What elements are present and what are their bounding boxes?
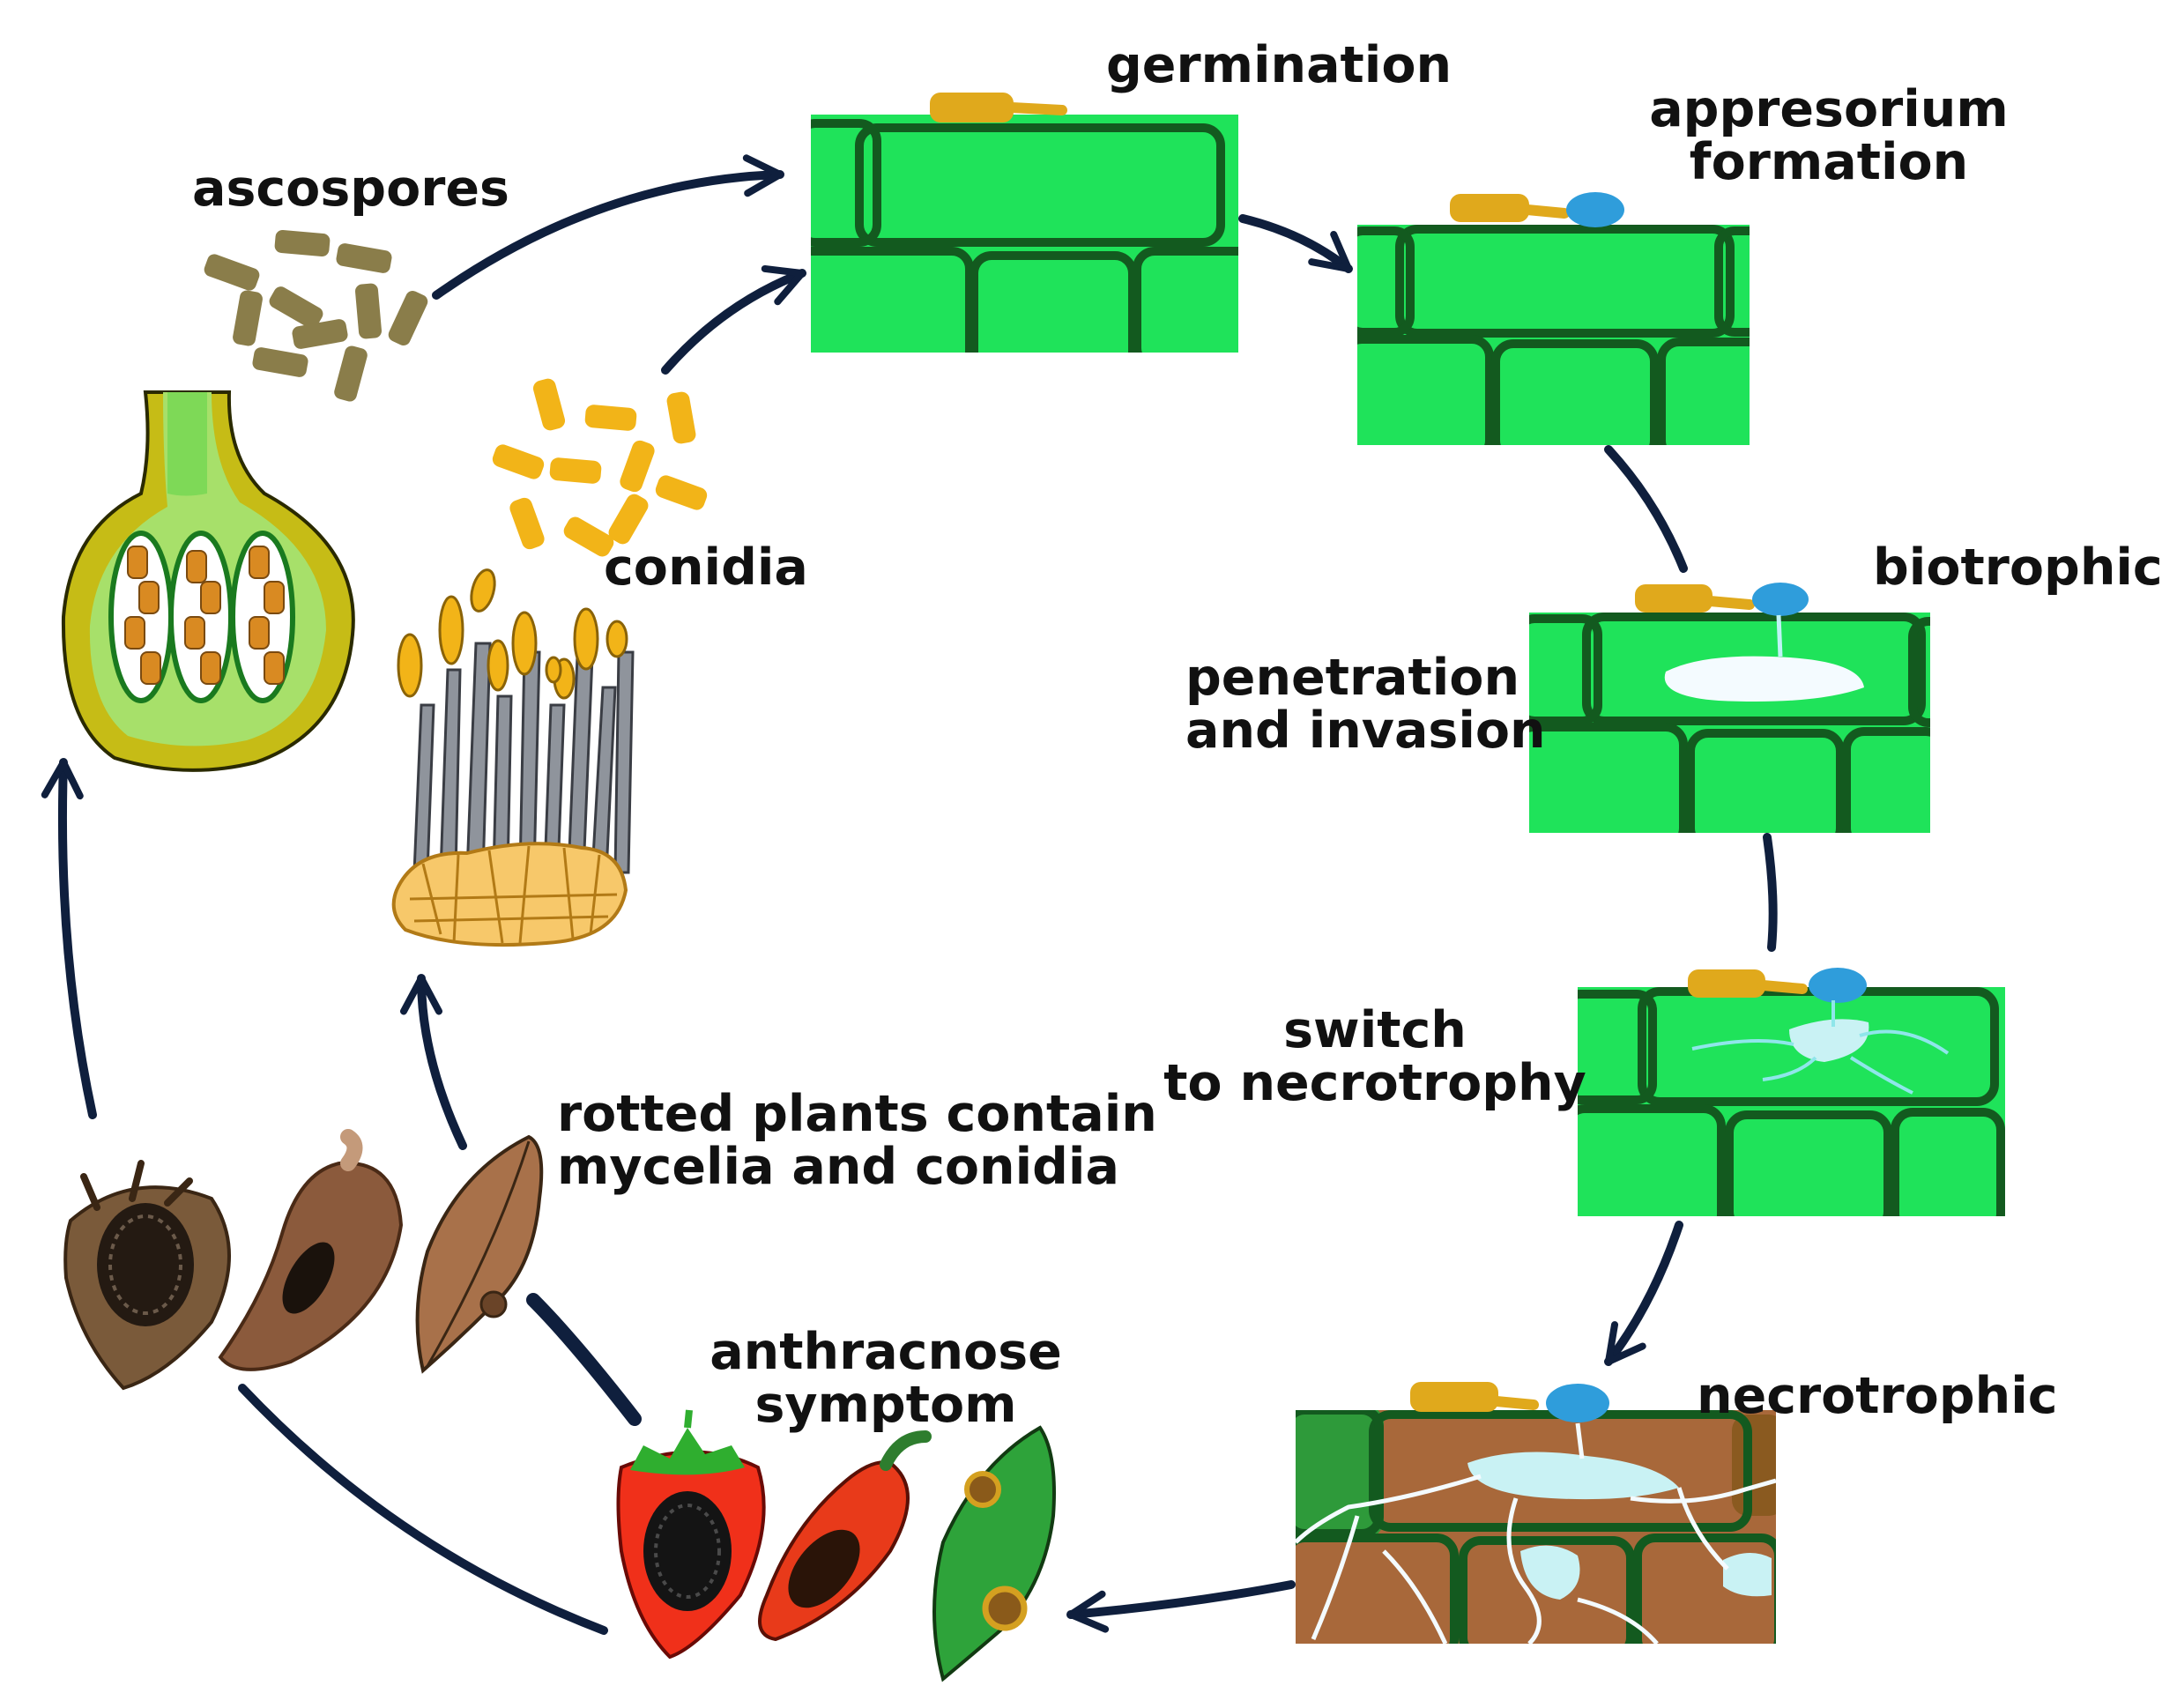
cell-tile-germination bbox=[811, 93, 1238, 353]
arrow-biotrophic-to-switch bbox=[1763, 833, 1778, 952]
arrow-necrotrophic-to-symptom bbox=[1066, 1580, 1296, 1633]
leaf bbox=[932, 1425, 1056, 1682]
primary-hypha bbox=[1664, 656, 1864, 702]
label-necrotrophic: necrotrophic bbox=[1697, 1367, 2058, 1425]
label-germination: germination bbox=[1106, 36, 1452, 94]
cycle-arrows bbox=[41, 154, 1778, 1635]
arrow-symptom-to-rotted bbox=[526, 1293, 642, 1426]
arrow-germination-to-appressorium bbox=[1238, 214, 1353, 273]
arrow-switch-to-necrotrophic bbox=[1604, 1221, 1683, 1366]
label-appresorium-formation: appresorium formation bbox=[1649, 80, 2009, 191]
rotted-plants bbox=[63, 1129, 544, 1391]
label-anthracnose-symptom: anthracnose symptom bbox=[710, 1323, 1062, 1434]
arrow-ascospores-to-germination bbox=[432, 154, 784, 300]
label-switch-to-necrotrophy: switch to necrotrophy bbox=[1163, 1001, 1586, 1112]
cell-tile-biotrophic bbox=[1529, 583, 1930, 833]
appressorium bbox=[1566, 192, 1624, 227]
ascospores-cluster bbox=[204, 230, 428, 402]
arrow-appressorium-to-biotrophic bbox=[1604, 445, 1688, 573]
cell-tile-necrotrophic bbox=[1296, 1382, 1776, 1644]
label-rotted-plants: rotted plants contain mycelia and conidi… bbox=[557, 1085, 1157, 1196]
conidium bbox=[930, 93, 1014, 123]
label-conidia: conidia bbox=[604, 538, 808, 597]
arrow-rotted-to-conidiophore bbox=[400, 974, 467, 1150]
label-biotrophic: biotrophic bbox=[1873, 538, 2162, 597]
cell-tile-appressorium bbox=[1357, 192, 1750, 445]
symptom-plants bbox=[616, 1409, 1056, 1682]
arrow-rotted-to-perithecium bbox=[41, 758, 97, 1119]
cell-tile-switch bbox=[1578, 968, 2005, 1216]
germ-tube bbox=[1007, 102, 1067, 115]
conidia-cluster bbox=[492, 378, 708, 557]
arrow-conidia-to-germination bbox=[661, 264, 806, 375]
acervulus bbox=[391, 568, 635, 947]
rotted-leaf bbox=[415, 1134, 544, 1374]
label-penetration-and-invasion: penetration and invasion bbox=[1185, 649, 1546, 760]
arrow-symptom-to-rotted-plants-left bbox=[238, 1384, 608, 1635]
perithecium bbox=[61, 390, 355, 772]
label-ascospores: ascospores bbox=[192, 160, 509, 218]
